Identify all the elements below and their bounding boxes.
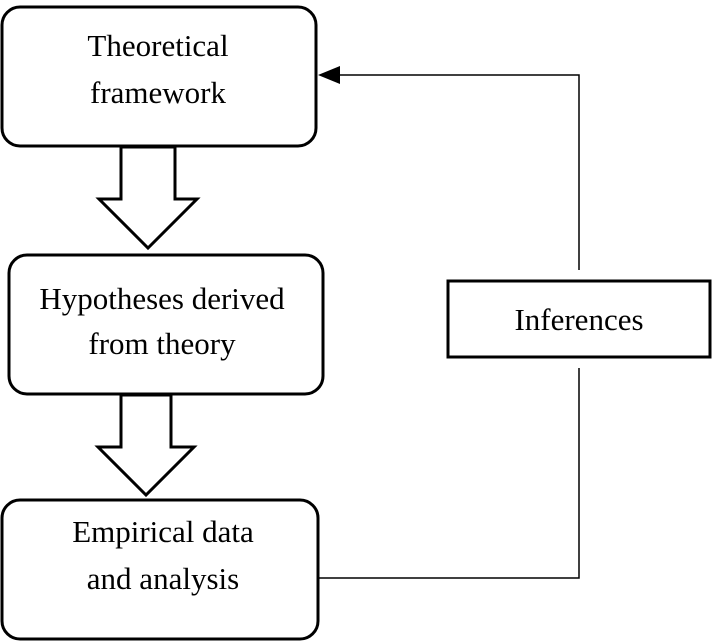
empirical-node: Empirical data and analysis: [0, 498, 320, 641]
theoretical-framework-line2: framework: [90, 75, 226, 110]
block-arrow-down-1: [95, 145, 201, 251]
hypotheses-line2: from theory: [88, 326, 236, 361]
empirical-line1: Empirical data: [72, 514, 254, 549]
hypotheses-box: [7, 253, 325, 396]
block-arrow-down-2: [94, 393, 198, 498]
inferences-node: Inferences: [446, 279, 712, 359]
hypotheses-line1: Hypotheses derived: [39, 281, 285, 316]
inferences-box: [446, 279, 712, 359]
empirical-line2: and analysis: [87, 561, 239, 596]
hypotheses-node: Hypotheses derived from theory: [7, 253, 325, 396]
inferences-label: Inferences: [514, 302, 643, 337]
theoretical-framework-line1: Theoretical: [87, 28, 228, 63]
feedback-arrowhead-left: [318, 66, 340, 84]
feedback-connector-upper: [336, 74, 580, 270]
theoretical-framework-node: Theoretical framework: [0, 5, 318, 148]
empirical-box: [0, 498, 320, 641]
feedback-connector-lower: [318, 368, 580, 579]
